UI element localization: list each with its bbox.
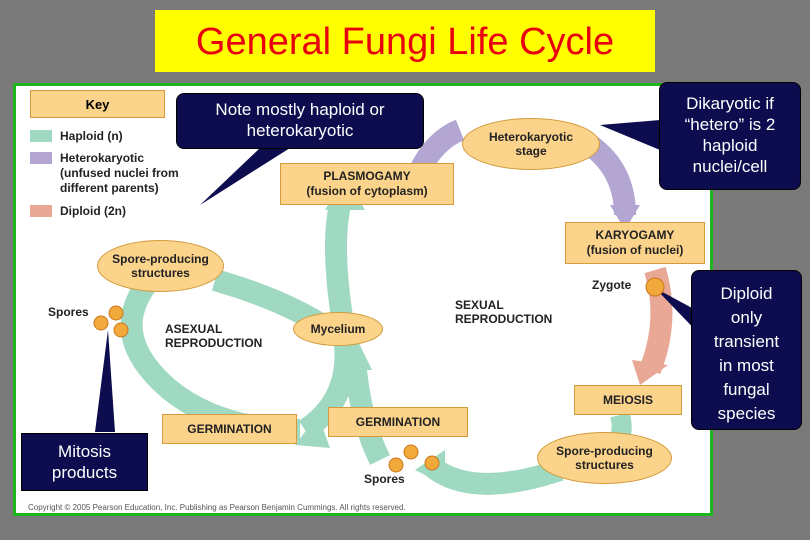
diploid-line4: in most [719,356,774,375]
germination-up-arrowhead [340,335,372,370]
key-diploid: Diploid (2n) [60,204,126,218]
spore-structures-left-line1: Spore-producing [112,252,209,266]
meiosis-arrowhead [632,360,668,385]
haploid-swatch [30,130,52,142]
meiosis-box: MEIOSIS [574,385,682,415]
spore-structures-left: Spore-producing structures [97,240,224,292]
diploid-callout: Diploid only transient in most fungal sp… [691,270,802,430]
plasmogamy-subtitle: (fusion of cytoplasm) [306,184,428,198]
spore-structures-left-line2: structures [131,266,190,280]
spore-dots [93,277,665,473]
dikaryotic-line4: nuclei/cell [692,157,768,176]
key-haploid: Haploid (n) [60,129,123,143]
heterokaryotic-stage-line1: Heterokaryotic [488,130,574,144]
copyright: Copyright © 2005 Pearson Education, Inc.… [28,503,406,512]
haploid-note-line1: Note mostly haploid or [215,100,385,119]
heterokaryotic-swatch [30,152,52,164]
asexual-line1: ASEXUAL [165,322,223,336]
mitosis-line1: Mitosis [58,442,111,461]
dikaryotic-line3: haploid [702,136,758,155]
haploid-note-callout: Note mostly haploid or heterokaryotic [176,93,424,149]
diploid-line3: transient [713,332,780,351]
mycelium-oval: Mycelium [293,312,383,346]
spore-structures-bottom: Spore-producing structures [537,432,672,484]
key-heading: Key [30,90,165,118]
sexual-line2: REPRODUCTION [455,312,553,326]
dikaryotic-callout: Dikaryotic if “hetero” is 2 haploid nucl… [659,82,801,190]
asexual-line2: REPRODUCTION [165,336,263,350]
karyogamy-arrowhead [610,205,640,230]
haploid-note-line2: heterokaryotic [246,121,354,140]
asexual-reproduction-label: ASEXUAL REPRODUCTION [165,322,262,350]
dikaryotic-pointer [600,120,660,150]
diploid-swatch [30,205,52,217]
spores-bottom-label: Spores [364,472,405,486]
diploid-line2: only [730,308,763,327]
heterokaryotic-stage: Heterokaryotic stage [462,118,600,170]
germination-left-box: GERMINATION [162,414,297,444]
karyogamy-box: KARYOGAMY (fusion of nuclei) [565,222,705,264]
dikaryotic-line1: Dikaryotic if [686,94,774,113]
diploid-line6: species [717,404,776,423]
germination-right-box: GERMINATION [328,407,468,437]
mitosis-pointer [95,330,115,432]
key-heterokaryotic-3: different parents) [60,181,159,195]
mitosis-callout: Mitosis products [21,433,148,491]
heterokaryotic-stage-line2: stage [515,144,547,158]
key-heterokaryotic-2: (unfused nuclei from [60,166,179,180]
dikaryotic-line2: “hetero” is 2 [684,115,776,134]
diploid-line1: Diploid [720,284,773,303]
slide-title: General Fungi Life Cycle [155,10,655,72]
spore-structures-bottom-line2: structures [575,458,634,472]
spores-left-label: Spores [48,305,89,319]
zygote-label: Zygote [592,278,632,292]
germination-left-arrowhead [295,415,330,448]
sexual-reproduction-label: SEXUAL REPRODUCTION [455,298,552,326]
hetero-to-karyogamy-arrow [583,136,636,216]
plasmogamy-box: PLASMOGAMY (fusion of cytoplasm) [280,163,454,205]
diploid-line5: fungal [723,380,770,399]
karyogamy-subtitle: (fusion of nuclei) [586,243,684,257]
karyogamy-title: KARYOGAMY [595,228,675,242]
key-heterokaryotic-1: Heterokaryotic [60,151,145,165]
sexual-line1: SEXUAL [455,298,504,312]
spore-structures-bottom-line1: Spore-producing [556,444,653,458]
plasmogamy-title: PLASMOGAMY [323,169,411,183]
spores-bottom-arrow [422,456,564,495]
haploid-note-pointer [200,148,290,205]
mitosis-line2: products [51,463,118,482]
